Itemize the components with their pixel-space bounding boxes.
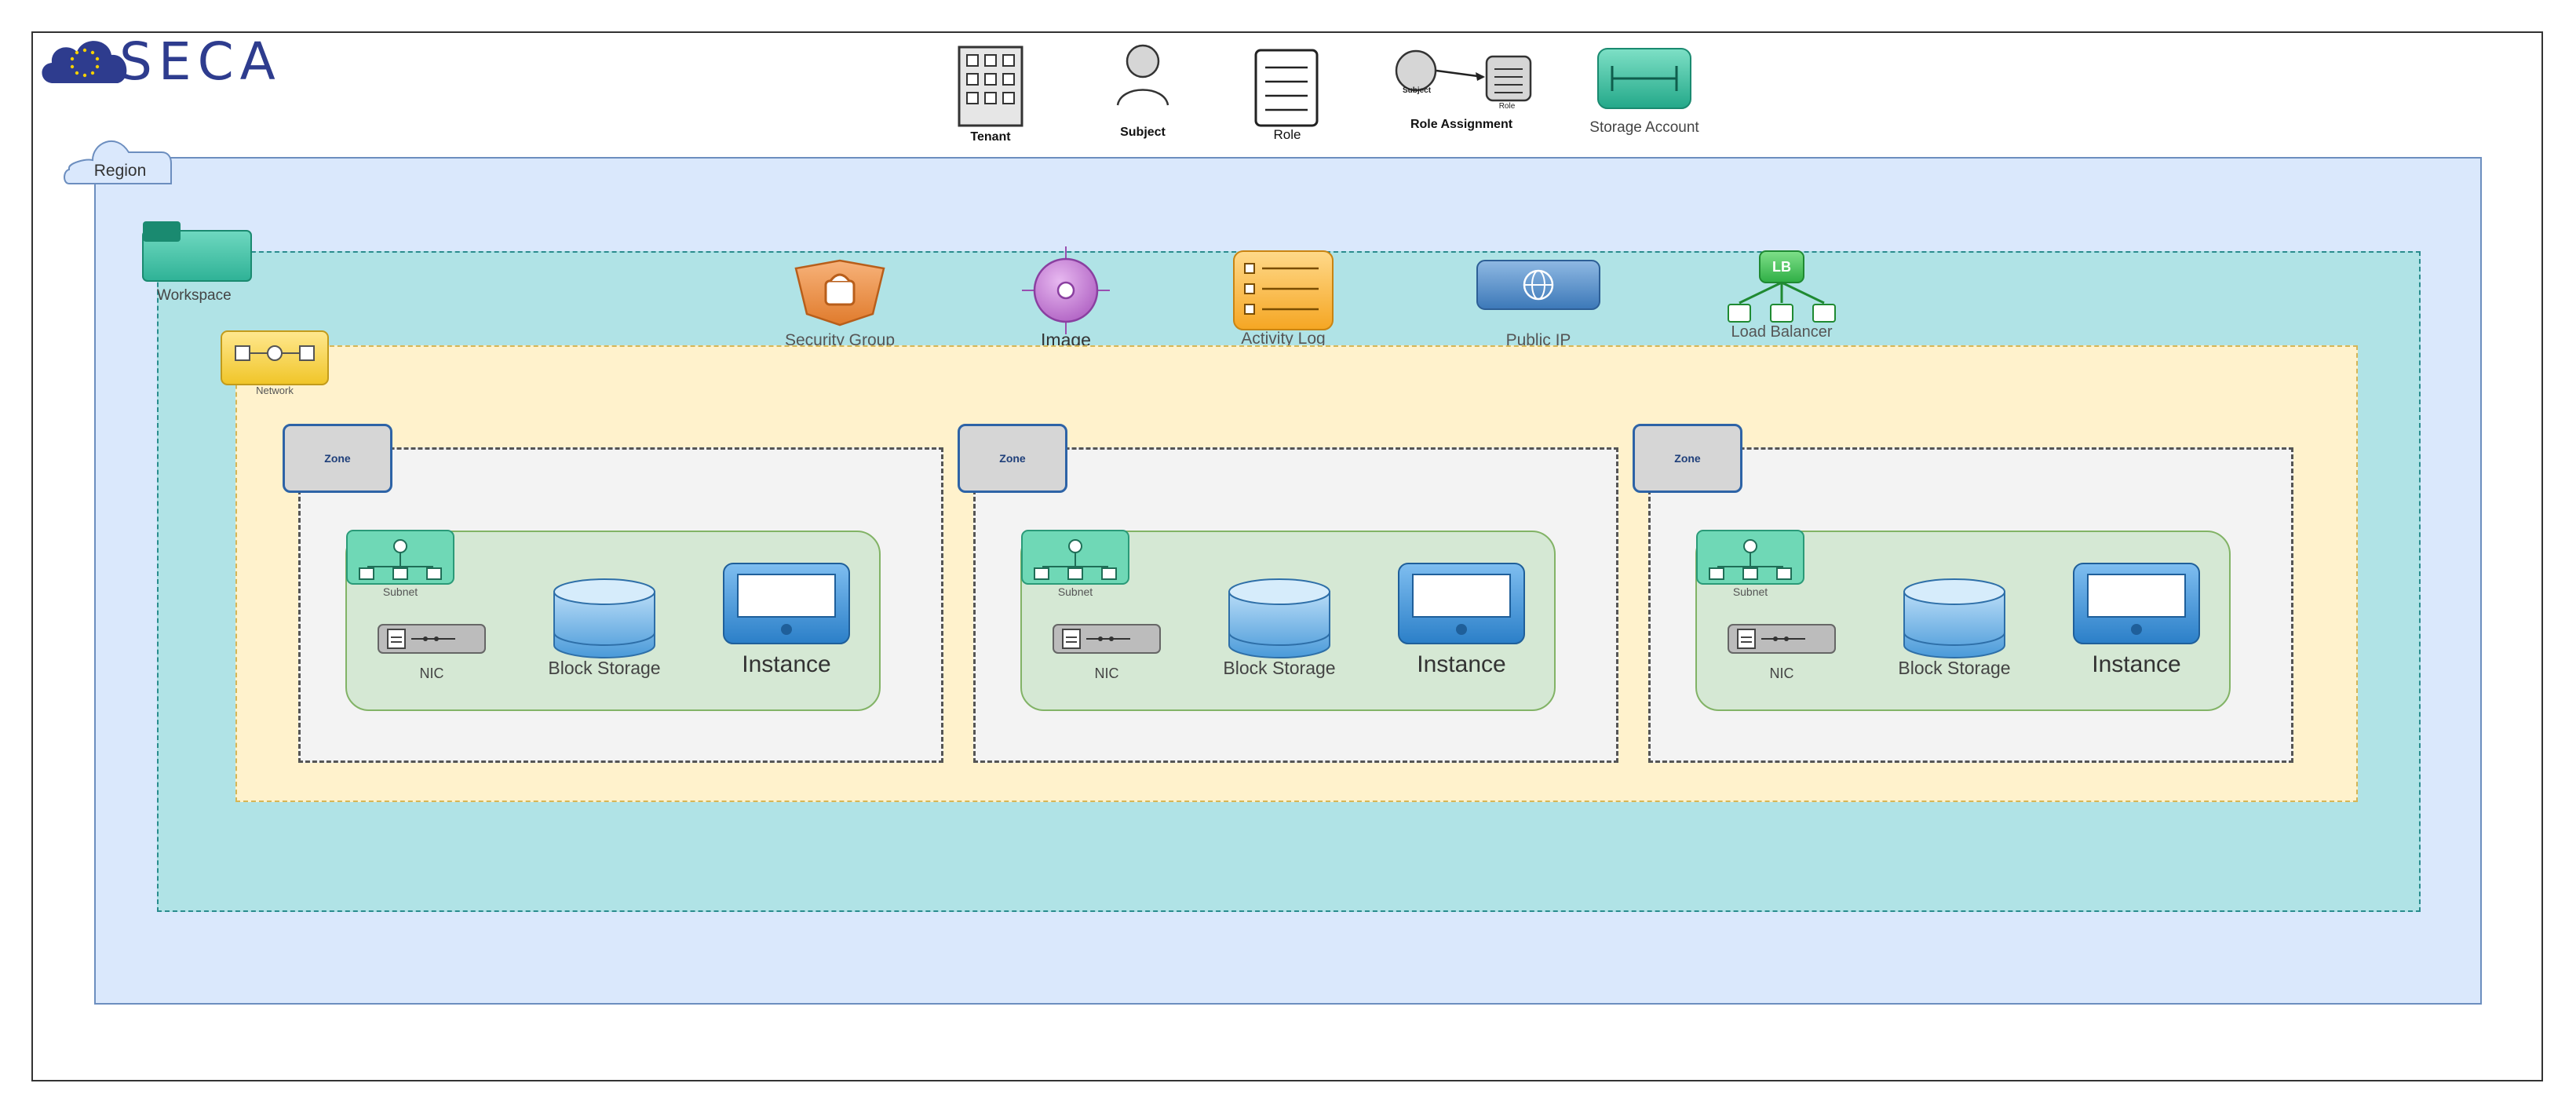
nic-label: NIC — [419, 666, 444, 681]
building-icon — [958, 46, 1023, 127]
seca-logo — [42, 41, 127, 83]
block-storage-icon — [1903, 578, 2005, 658]
role-assignment-subject-sublabel: Subject — [1402, 86, 1432, 95]
activity-log-label: Activity Log — [1241, 330, 1326, 348]
document-icon — [1254, 49, 1319, 127]
security-group-label: Security Group — [784, 331, 896, 349]
legend-storage-account-label: Storage Account — [1589, 119, 1699, 136]
nic-label: NIC — [1094, 666, 1119, 681]
instance-icon — [723, 563, 850, 644]
security-group-icon — [794, 259, 885, 326]
block-storage-label: Block Storage — [1898, 658, 2011, 678]
nic-icon — [1053, 624, 1161, 654]
subnet-label: Subnet — [1057, 585, 1093, 598]
load-balancer-icon — [1728, 250, 1836, 323]
public-ip-icon — [1476, 260, 1600, 310]
person-icon — [1116, 44, 1169, 106]
nic-icon — [378, 624, 486, 654]
instance-label: Instance — [2092, 651, 2181, 677]
subnet-icon — [1696, 530, 1804, 585]
instance-icon — [2073, 563, 2200, 644]
workspace-label: Workspace — [157, 287, 232, 304]
block-storage-label: Block Storage — [1223, 658, 1336, 678]
activity-log-icon — [1233, 250, 1334, 330]
nic-label: NIC — [1769, 666, 1794, 681]
instance-icon — [1398, 563, 1525, 644]
network-icon — [221, 330, 329, 385]
subnet-icon — [346, 530, 454, 585]
legend-subject-label: Subject — [1120, 126, 1166, 139]
block-storage-icon — [553, 578, 655, 658]
nic-icon — [1728, 624, 1836, 654]
zone-tag: Zone — [958, 424, 1067, 493]
storage-account-icon — [1597, 48, 1691, 109]
cloud-logo-icon — [42, 41, 127, 83]
legend-role-assignment-label: Role Assignment — [1410, 118, 1513, 131]
image-icon — [1022, 246, 1110, 334]
role-assignment-role-sublabel: Role — [1498, 102, 1516, 111]
instance-label: Instance — [1417, 651, 1506, 677]
legend-tenant-label: Tenant — [970, 130, 1011, 144]
load-balancer-label: Load Balancer — [1731, 323, 1833, 341]
zone-tag: Zone — [1633, 424, 1742, 493]
public-ip-label: Public IP — [1505, 331, 1571, 349]
role-assignment-icon — [1395, 49, 1532, 102]
load-balancer-badge: LB — [1772, 259, 1791, 275]
network-label: Network — [256, 385, 294, 396]
legend-role-label: Role — [1273, 127, 1301, 142]
subnet-label: Subnet — [382, 585, 418, 598]
folder-icon — [142, 221, 252, 282]
zone-tag: Zone — [283, 424, 392, 493]
region-cloud-icon — [64, 140, 172, 184]
block-storage-label: Block Storage — [548, 658, 661, 678]
instance-label: Instance — [742, 651, 831, 677]
region-label: Region — [93, 162, 147, 180]
subnet-label: Subnet — [1732, 585, 1768, 598]
subnet-icon — [1021, 530, 1129, 585]
brand-name: SECA — [119, 31, 282, 92]
block-storage-icon — [1228, 578, 1330, 658]
